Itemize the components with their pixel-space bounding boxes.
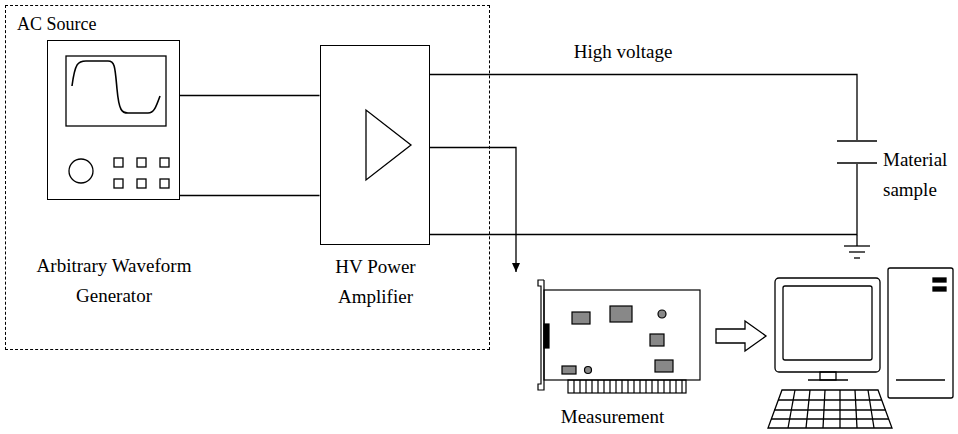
wire — [430, 148, 517, 273]
wire-label: High voltage — [572, 41, 675, 63]
ground-symbol — [844, 235, 870, 258]
node-label: Measurement — [510, 406, 715, 428]
waveform-generator: Arbitrary Waveform Generator — [47, 40, 180, 200]
capacitor-symbol — [837, 140, 877, 164]
amplifier-symbol — [321, 46, 428, 243]
node-label: AC Source — [17, 12, 97, 36]
node-label: Material sample — [883, 145, 955, 205]
measurement-card: Measurement — [500, 272, 705, 400]
wire — [430, 164, 858, 235]
power-amplifier: HV Power Amplifier — [320, 45, 430, 245]
node-label: Arbitrary Waveform Generator — [19, 251, 210, 311]
material-sample: Material sample — [837, 140, 877, 164]
node-label: HV Power Amplifier — [306, 252, 446, 312]
wire — [180, 95, 320, 96]
wire — [430, 75, 858, 141]
generator-art — [48, 41, 181, 201]
ac-source-region: AC SourceArbitrary Waveform Generator HV … — [5, 5, 490, 350]
measurement-card-art — [500, 272, 705, 400]
transfer-arrow — [716, 321, 766, 351]
wire — [180, 195, 320, 196]
computer-icon — [768, 268, 953, 428]
